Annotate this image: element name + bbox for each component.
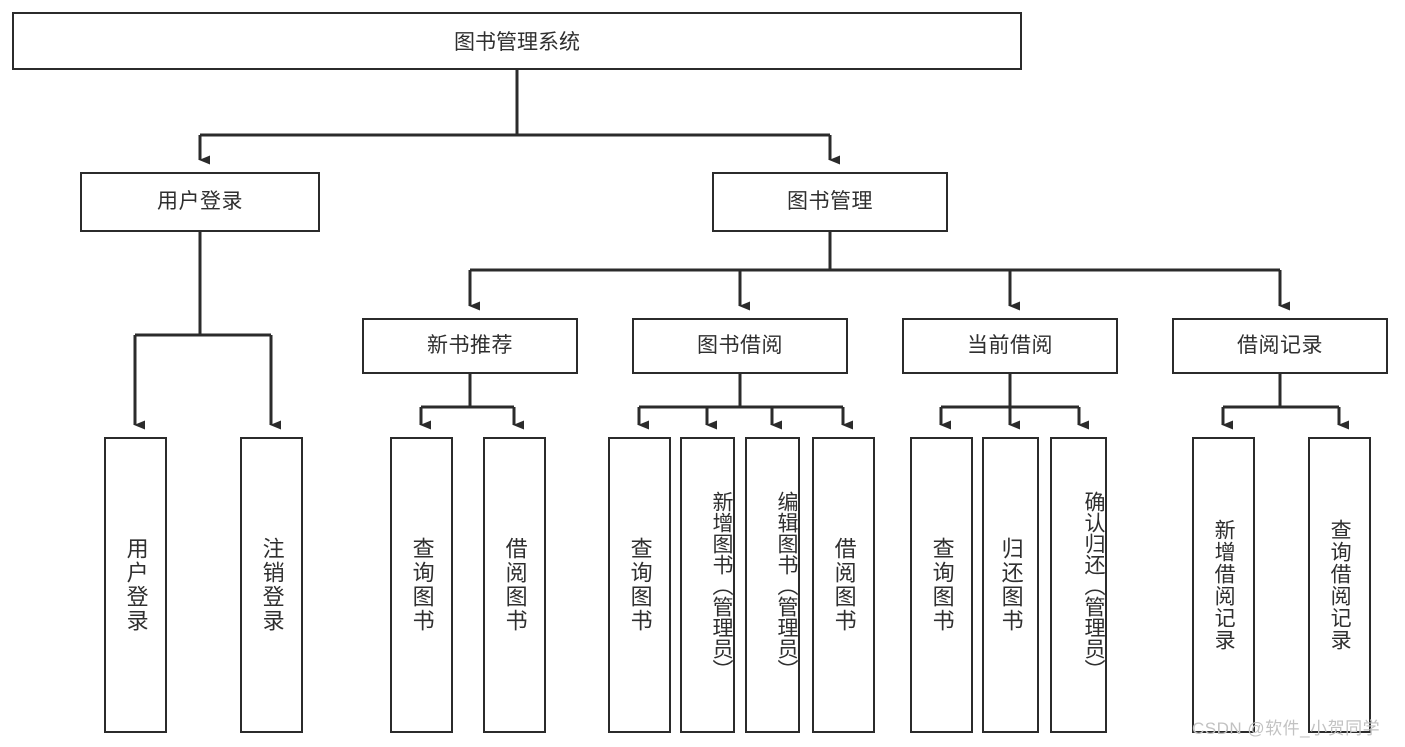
node-leaf-edit-book-label: 编辑图书（管理员） [775, 490, 798, 680]
node-leaf-query-book-1-label: 查询图书 [409, 537, 435, 633]
node-leaf-edit-book[interactable]: 编辑图书（管理员） [745, 437, 800, 733]
node-new-book-recommend-label: 新书推荐 [427, 334, 513, 358]
node-book-management-label: 图书管理 [787, 190, 873, 214]
node-leaf-query-record[interactable]: 查询借阅记录 [1308, 437, 1371, 733]
node-new-book-recommend[interactable]: 新书推荐 [362, 318, 578, 374]
node-borrow-record[interactable]: 借阅记录 [1172, 318, 1388, 374]
node-leaf-query-book-3-label: 查询图书 [929, 537, 955, 633]
node-leaf-borrow-book-2-label: 借阅图书 [831, 537, 857, 633]
edges-userlogin-to-leaves [133, 232, 281, 430]
edges-currentborrow-to-leaves [939, 374, 1089, 430]
node-leaf-borrow-book-1-label: 借阅图书 [502, 537, 528, 633]
node-user-login-label: 用户登录 [157, 190, 243, 214]
node-user-login[interactable]: 用户登录 [80, 172, 320, 232]
edges-newbook-to-leaves [419, 374, 524, 430]
node-leaf-add-book-label: 新增图书（管理员） [710, 490, 733, 680]
edges-bookborrow-to-leaves [637, 374, 853, 430]
node-leaf-query-book-2-label: 查询图书 [627, 537, 653, 633]
node-leaf-logout[interactable]: 注销登录 [240, 437, 303, 733]
node-leaf-add-book[interactable]: 新增图书（管理员） [680, 437, 735, 733]
node-leaf-user-login[interactable]: 用户登录 [104, 437, 167, 733]
node-leaf-borrow-book-2[interactable]: 借阅图书 [812, 437, 875, 733]
node-book-borrow[interactable]: 图书借阅 [632, 318, 848, 374]
node-leaf-confirm-return-label: 确认归还（管理员） [1082, 490, 1105, 680]
node-book-borrow-label: 图书借阅 [697, 334, 783, 358]
edges-bookmgmt-to-level2 [468, 232, 1290, 311]
node-book-management[interactable]: 图书管理 [712, 172, 948, 232]
node-leaf-add-record-label: 新增借阅记录 [1212, 519, 1236, 651]
node-leaf-query-book-1[interactable]: 查询图书 [390, 437, 453, 733]
node-leaf-return-book-label: 归还图书 [998, 537, 1024, 633]
node-leaf-query-book-2[interactable]: 查询图书 [608, 437, 671, 733]
node-leaf-borrow-book-1[interactable]: 借阅图书 [483, 437, 546, 733]
node-leaf-return-book[interactable]: 归还图书 [982, 437, 1039, 733]
node-leaf-confirm-return[interactable]: 确认归还（管理员） [1050, 437, 1107, 733]
node-leaf-logout-label: 注销登录 [259, 537, 285, 633]
node-leaf-user-login-label: 用户登录 [123, 537, 149, 633]
node-borrow-record-label: 借阅记录 [1237, 334, 1323, 358]
node-leaf-query-book-3[interactable]: 查询图书 [910, 437, 973, 733]
node-leaf-query-record-label: 查询借阅记录 [1328, 519, 1352, 651]
node-current-borrow-label: 当前借阅 [967, 334, 1053, 358]
node-leaf-add-record[interactable]: 新增借阅记录 [1192, 437, 1255, 733]
node-root-label: 图书管理系统 [454, 31, 580, 54]
node-root[interactable]: 图书管理系统 [12, 12, 1022, 70]
edges-borrowrecord-to-leaves [1221, 374, 1349, 430]
node-current-borrow[interactable]: 当前借阅 [902, 318, 1118, 374]
edges-root-to-level1 [198, 70, 840, 165]
